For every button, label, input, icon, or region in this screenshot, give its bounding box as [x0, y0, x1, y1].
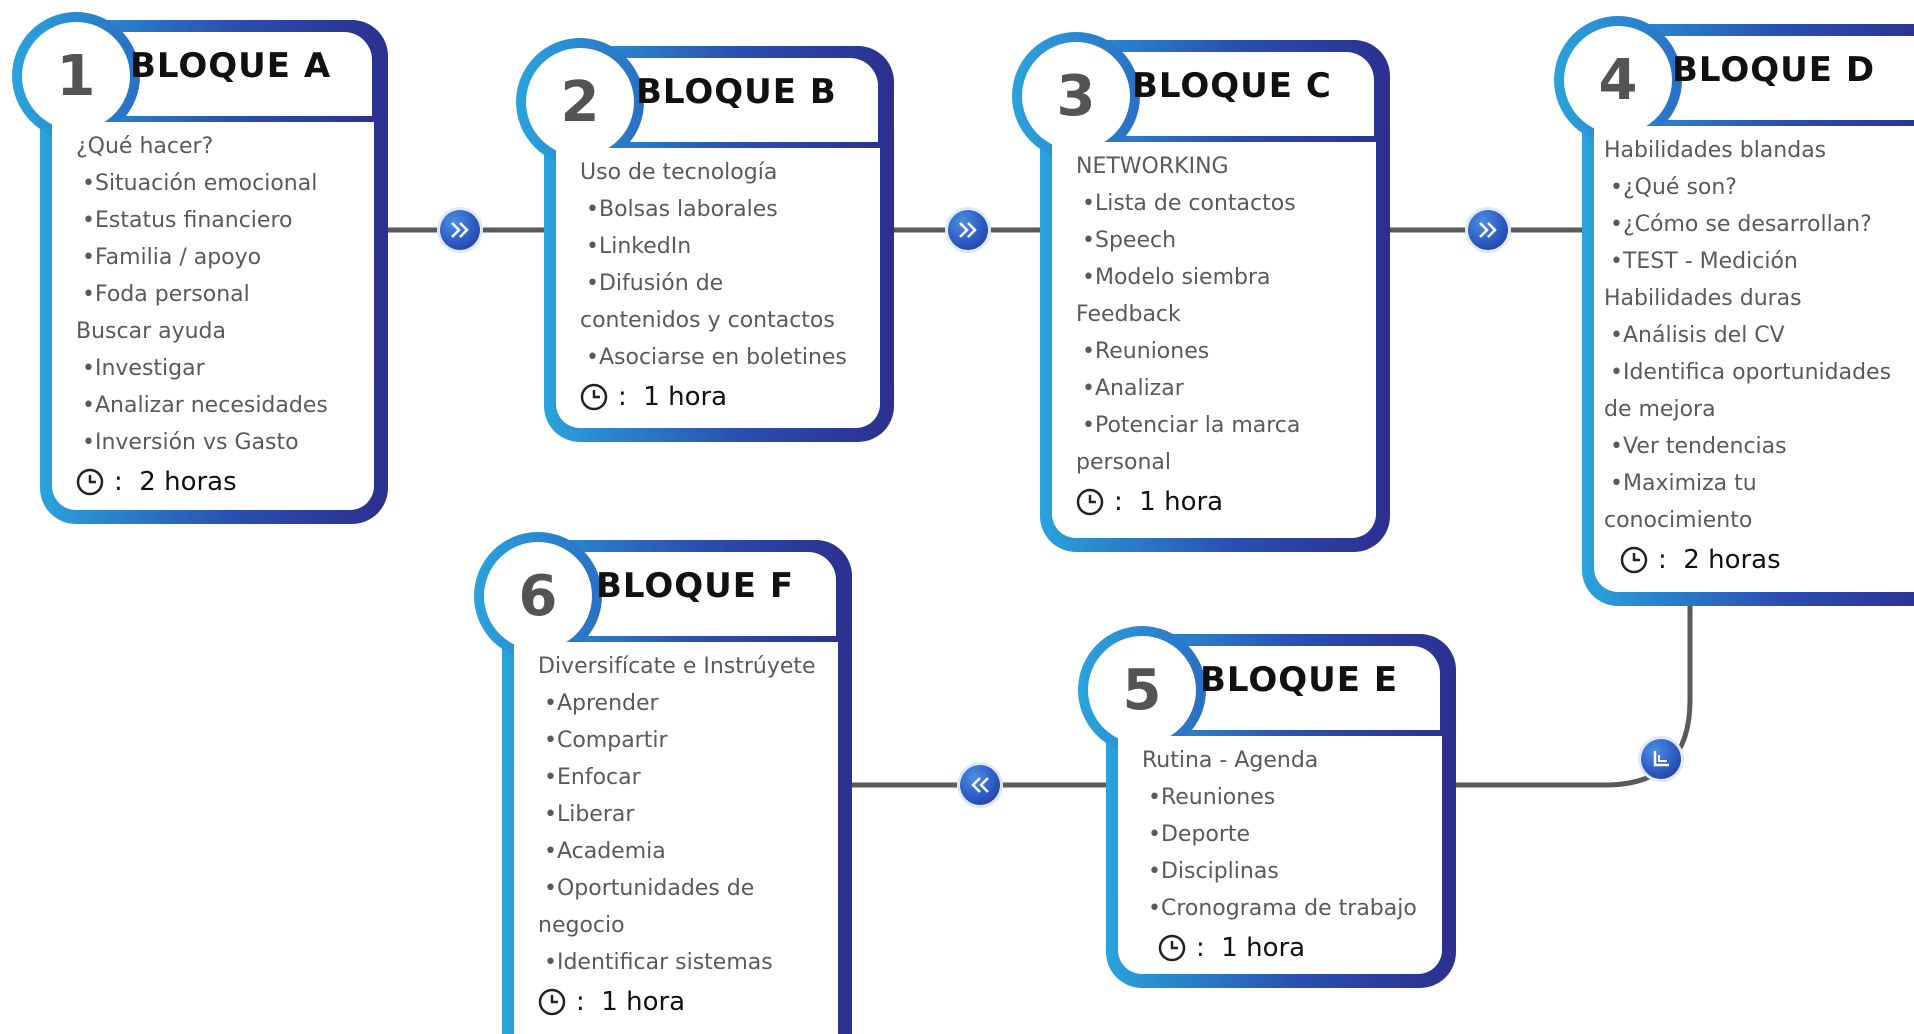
- block-line: •Ver tendencias: [1610, 434, 1787, 459]
- block-title: BLOQUE C: [1132, 66, 1332, 106]
- block-line: Rutina - Agenda: [1142, 748, 1319, 773]
- block-line: ¿Qué hacer?: [76, 134, 214, 159]
- block-number: 6: [484, 542, 592, 650]
- block-c: 3 BLOQUE C NETWORKING •Lista de contacto…: [1012, 32, 1390, 552]
- duration-text: 2 horas: [139, 467, 237, 497]
- block-line: •LinkedIn: [586, 234, 692, 259]
- block-line: •Difusión de: [586, 271, 724, 296]
- duration-text: 1 hora: [601, 987, 686, 1017]
- duration: : 2 horas: [1604, 539, 1904, 581]
- block-line: •TEST - Medición: [1610, 249, 1798, 274]
- block-line: •Bolsas laborales: [586, 197, 778, 222]
- duration: : 1 hora: [580, 376, 870, 418]
- duration: : 1 hora: [1142, 927, 1432, 969]
- block-line: personal: [1076, 450, 1172, 475]
- block-line: •Asociarse en boletines: [586, 345, 847, 370]
- block-line: •¿Qué son?: [1610, 175, 1737, 200]
- block-line: •Reuniones: [1148, 785, 1276, 810]
- block-title: BLOQUE F: [596, 566, 795, 606]
- block-line: conocimiento: [1604, 508, 1753, 533]
- block-title: BLOQUE E: [1200, 660, 1399, 700]
- clock-icon: [1158, 934, 1186, 962]
- block-line: •Enfocar: [544, 765, 641, 790]
- block-line: •Foda personal: [82, 282, 250, 307]
- block-line: •Inversión vs Gasto: [82, 430, 299, 455]
- double-chevron-right-icon: [440, 210, 480, 250]
- block-line: •Liberar: [544, 802, 635, 827]
- block-line: contenidos y contactos: [580, 308, 835, 333]
- block-title: BLOQUE B: [636, 72, 837, 112]
- duration: : 1 hora: [1076, 481, 1366, 523]
- double-chevron-right-icon: [948, 210, 988, 250]
- block-line: •Cronograma de trabajo: [1148, 896, 1417, 921]
- block-line: •Familia / apoyo: [82, 245, 262, 270]
- block-line: Feedback: [1076, 302, 1181, 327]
- block-b: 2 BLOQUE B Uso de tecnología •Bolsas lab…: [516, 38, 894, 442]
- block-line: NETWORKING: [1076, 154, 1229, 179]
- block-e: 5 BLOQUE E Rutina - Agenda •Reuniones •D…: [1078, 626, 1456, 988]
- block-line: Habilidades duras: [1604, 286, 1802, 311]
- block-number: 4: [1564, 26, 1672, 134]
- block-d: 4 BLOQUE D Habilidades blandas •¿Qué son…: [1554, 16, 1914, 606]
- clock-icon: [580, 383, 608, 411]
- duration-text: 1 hora: [1221, 933, 1306, 963]
- time-separator: :: [1196, 933, 1205, 963]
- block-a: 1 BLOQUE A ¿Qué hacer? •Situación emocio…: [12, 12, 388, 524]
- block-line: •Oportunidades de: [544, 876, 755, 901]
- block-line: •Analizar: [1082, 376, 1184, 401]
- block-line: •¿Cómo se desarrollan?: [1610, 212, 1872, 237]
- block-number: 5: [1088, 636, 1196, 744]
- block-line: •Estatus financiero: [82, 208, 293, 233]
- block-line: Buscar ayuda: [76, 319, 227, 344]
- time-separator: :: [618, 382, 627, 412]
- block-title: BLOQUE D: [1672, 50, 1876, 90]
- block-line: Uso de tecnología: [580, 160, 778, 185]
- block-line: •Analizar necesidades: [82, 393, 328, 418]
- block-line: •Aprender: [544, 691, 659, 716]
- block-number: 1: [22, 22, 130, 130]
- double-chevron-left-icon: [960, 765, 1000, 805]
- time-separator: :: [1114, 487, 1123, 517]
- block-line: •Disciplinas: [1148, 859, 1279, 884]
- block-line: •Modelo siembra: [1082, 265, 1271, 290]
- block-line: •Análisis del CV: [1610, 323, 1785, 348]
- block-line: •Investigar: [82, 356, 205, 381]
- duration-text: 1 hora: [643, 382, 728, 412]
- block-number: 2: [526, 48, 634, 156]
- time-separator: :: [1658, 545, 1667, 575]
- double-chevron-right-icon: [1468, 210, 1508, 250]
- time-separator: :: [114, 467, 123, 497]
- block-f: 6 BLOQUE F Diversifícate e Instrúyete •A…: [474, 532, 852, 1034]
- block-line: •Reuniones: [1082, 339, 1210, 364]
- block-line: •Compartir: [544, 728, 668, 753]
- block-number: 3: [1022, 42, 1130, 150]
- block-line: •Potenciar la marca: [1082, 413, 1301, 438]
- duration: : 1 hora: [538, 981, 828, 1023]
- clock-icon: [76, 468, 104, 496]
- time-separator: :: [576, 987, 585, 1017]
- duration-text: 2 horas: [1683, 545, 1781, 575]
- block-line: Habilidades blandas: [1604, 138, 1827, 163]
- block-line: •Deporte: [1148, 822, 1251, 847]
- clock-icon: [1620, 546, 1648, 574]
- block-line: •Identificar sistemas: [544, 950, 773, 975]
- clock-icon: [538, 988, 566, 1016]
- block-line: •Maximiza tu: [1610, 471, 1757, 496]
- turn-down-left-icon: [1641, 739, 1681, 779]
- clock-icon: [1076, 488, 1104, 516]
- duration-text: 1 hora: [1139, 487, 1224, 517]
- block-line: Diversifícate e Instrúyete: [538, 654, 816, 679]
- block-line: •Situación emocional: [82, 171, 318, 196]
- block-line: •Speech: [1082, 228, 1177, 253]
- duration: : 2 horas: [76, 461, 364, 503]
- block-line: •Academia: [544, 839, 666, 864]
- block-line: negocio: [538, 913, 625, 938]
- block-line: •Lista de contactos: [1082, 191, 1296, 216]
- block-title: BLOQUE A: [130, 46, 332, 86]
- block-line: •Identifica oportunidades: [1610, 360, 1892, 385]
- block-line: de mejora: [1604, 397, 1716, 422]
